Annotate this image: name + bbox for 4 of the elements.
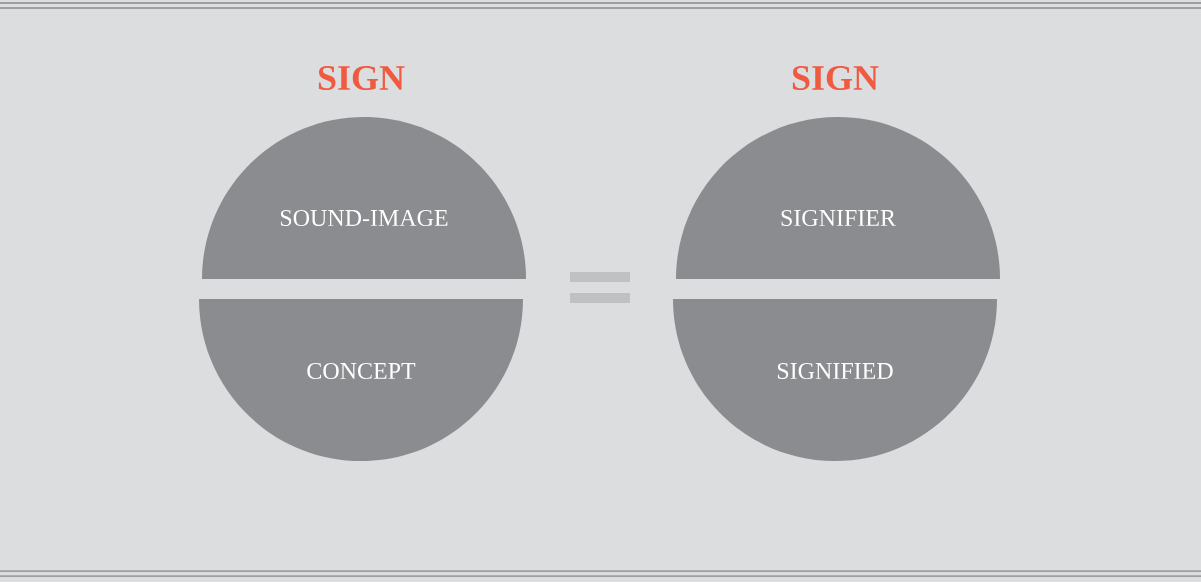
- semicircle: SOUND-IMAGE: [202, 117, 526, 279]
- semicircle: CONCEPT: [199, 299, 523, 461]
- semicircle: SIGNIFIED: [673, 299, 997, 461]
- semicircle: SIGNIFIER: [676, 117, 1000, 279]
